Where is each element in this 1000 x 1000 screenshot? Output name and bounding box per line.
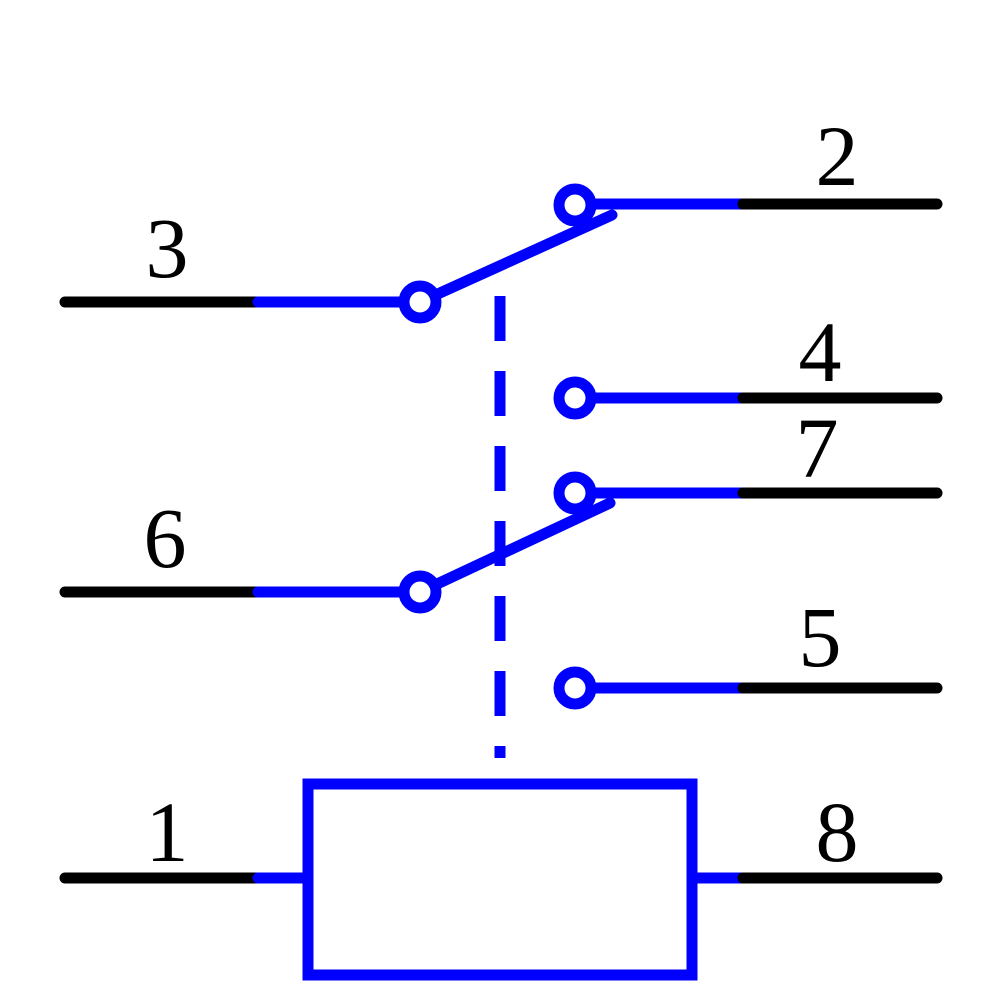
contact4-circle <box>553 376 597 420</box>
pin1-label: 1 <box>146 784 189 880</box>
pin3-label: 3 <box>146 200 189 296</box>
coil-rectangle <box>302 778 698 981</box>
pin6-label: 6 <box>144 490 187 586</box>
pin8-label: 8 <box>816 784 859 880</box>
pole3-contact-circle <box>398 280 442 324</box>
pole6-contact-circle <box>398 570 442 614</box>
pin5-label: 5 <box>799 589 842 685</box>
contact2-circle <box>553 183 597 227</box>
pin2-label: 2 <box>816 108 859 204</box>
switch-arm-pole3-to-contact2 <box>414 209 618 308</box>
switch-arm-pole6-to-contact7 <box>414 497 616 598</box>
pin7-label: 7 <box>796 400 839 496</box>
contact5-circle <box>553 666 597 710</box>
contact7-circle <box>553 471 597 515</box>
pin4-label: 4 <box>799 304 842 400</box>
